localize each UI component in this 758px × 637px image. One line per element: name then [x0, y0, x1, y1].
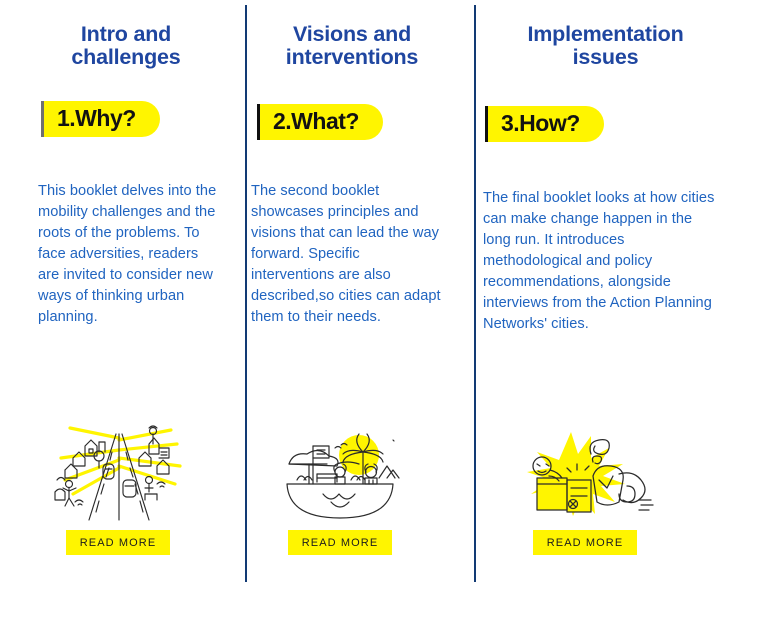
column-implementation-issues: Implementation issues 3.How? The final b… — [475, 0, 758, 590]
column-title: Intro and challenges — [71, 22, 181, 69]
public-square-park-illustration — [286, 433, 400, 519]
badge-label: 2.What? — [257, 104, 383, 140]
columns-container: Intro and challenges 1.Why? This booklet… — [0, 0, 758, 590]
badge-left-bar-icon — [485, 106, 488, 142]
badge-why: 1.Why? — [41, 101, 160, 137]
column-body-text: This booklet delves into the mobility ch… — [38, 183, 217, 325]
badge-label: 1.Why? — [41, 101, 160, 137]
column-title: Implementation issues — [527, 22, 684, 69]
column-visions-and-interventions: Visions and interventions 2.What? The se… — [240, 0, 475, 590]
read-more-button-2[interactable]: READ MORE — [287, 530, 393, 555]
column-body-text: The final booklet looks at how cities ca… — [483, 190, 715, 332]
illustration-block-1: READ MORE — [53, 422, 183, 555]
badge-left-bar-icon — [41, 101, 44, 137]
column-body-text: The second booklet showcases principles … — [251, 183, 441, 325]
badge-what: 2.What? — [257, 104, 383, 140]
read-more-button-3[interactable]: READ MORE — [532, 530, 638, 555]
badge-how: 3.How? — [485, 106, 604, 142]
column-divider-2 — [474, 5, 476, 582]
read-more-button-1[interactable]: READ MORE — [65, 530, 171, 555]
column-title: Visions and interventions — [285, 22, 419, 69]
road-street-scene-illustration — [54, 425, 182, 521]
column-intro-and-challenges: Intro and challenges 1.Why? This booklet… — [0, 0, 240, 590]
people-collaborating-burst-illustration — [527, 432, 654, 516]
badge-label: 3.How? — [485, 106, 604, 142]
illustration-block-2: READ MORE — [273, 422, 407, 555]
illustration-block-3: READ MORE — [515, 422, 655, 555]
column-divider-1 — [245, 5, 247, 582]
badge-left-bar-icon — [257, 104, 260, 140]
